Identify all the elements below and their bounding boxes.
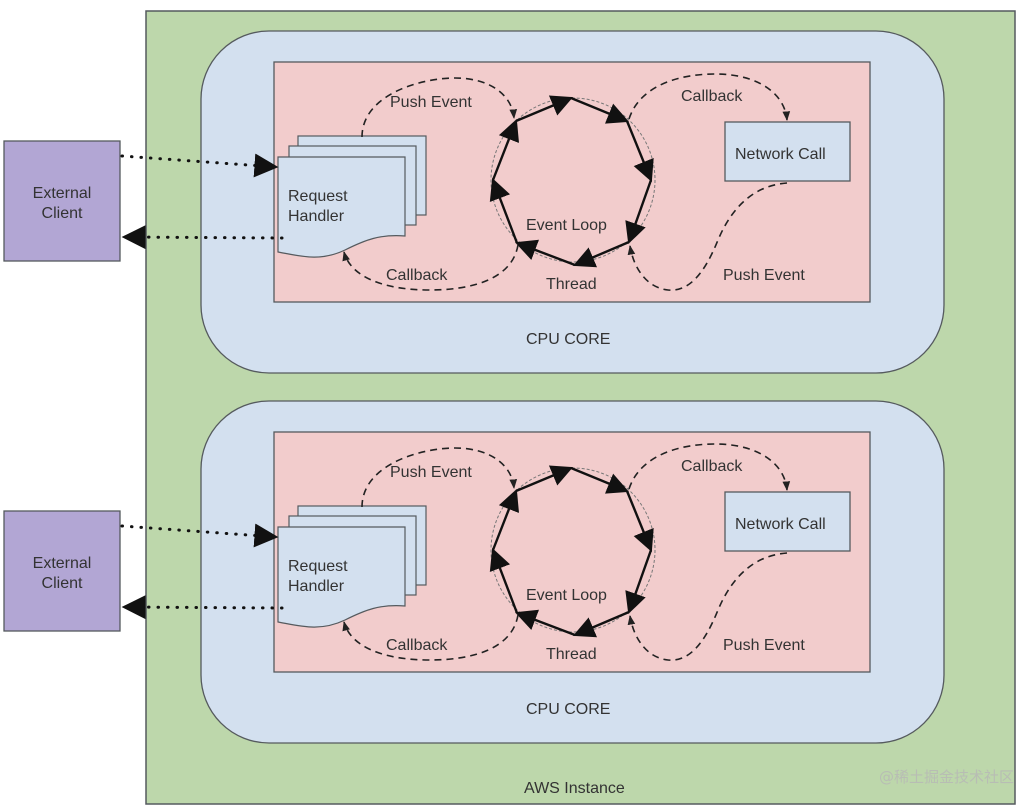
network-call-box: [724, 121, 851, 182]
event-loop-label: Event Loop: [526, 217, 607, 234]
callback-left-arrow: [342, 244, 519, 291]
push-event-right-arrow: [627, 552, 788, 661]
event-loop-octagon: [489, 465, 654, 638]
thread-label: Thread: [546, 276, 597, 293]
callback-left-label: Callback: [386, 637, 448, 654]
cpu-core-1: Request Handler Push Event Callback Even…: [200, 30, 945, 374]
callback-left-arrow: [342, 614, 519, 661]
push-event-left-label: Push Event: [390, 94, 472, 111]
push-event-left-arrow: [361, 77, 518, 138]
callback-right-arrow: [628, 443, 791, 491]
network-call-label: Network Call: [735, 146, 826, 163]
request-handler-label-line2: Handler: [288, 208, 345, 225]
external-client-box: [3, 140, 121, 262]
external-client-label-line1: External: [33, 185, 92, 202]
cpu-core-2: Request Handler Push Event Callback Even…: [200, 400, 945, 744]
external-client-label-line2: Client: [42, 575, 83, 592]
callback-left-label: Callback: [386, 267, 448, 284]
push-event-left-label: Push Event: [390, 464, 472, 481]
request-handler-label-line1: Request: [288, 558, 348, 575]
external-client-2: External Client: [3, 510, 284, 632]
external-client-label-line2: Client: [42, 205, 83, 222]
event-loop-label: Event Loop: [526, 587, 607, 604]
push-event-left-arrow: [361, 447, 518, 508]
thread-label: Thread: [546, 646, 597, 663]
network-call-box: [724, 491, 851, 552]
event-loop-octagon: [489, 95, 654, 268]
callback-right-label: Callback: [681, 88, 743, 105]
external-client-label-line1: External: [33, 555, 92, 572]
request-handler-label-line1: Request: [288, 188, 348, 205]
aws-instance-label: AWS Instance: [524, 780, 625, 797]
response-arrow: [121, 225, 284, 250]
request-arrow: [120, 523, 279, 548]
push-event-right-label: Push Event: [723, 637, 805, 654]
network-call-label: Network Call: [735, 516, 826, 533]
cpu-core-label: CPU CORE: [526, 331, 610, 348]
callback-right-label: Callback: [681, 458, 743, 475]
external-client-box: [3, 510, 121, 632]
watermark: @稀土掘金技术社区: [879, 768, 1014, 786]
request-arrow: [120, 153, 279, 178]
push-event-right-label: Push Event: [723, 267, 805, 284]
response-arrow: [121, 595, 284, 620]
cpu-core-label: CPU CORE: [526, 701, 610, 718]
request-handler-stack: [277, 505, 427, 628]
request-handler-stack: [277, 135, 427, 258]
push-event-right-arrow: [627, 182, 788, 291]
external-client-1: External Client: [3, 140, 284, 262]
request-handler-label-line2: Handler: [288, 578, 345, 595]
callback-right-arrow: [628, 73, 791, 121]
